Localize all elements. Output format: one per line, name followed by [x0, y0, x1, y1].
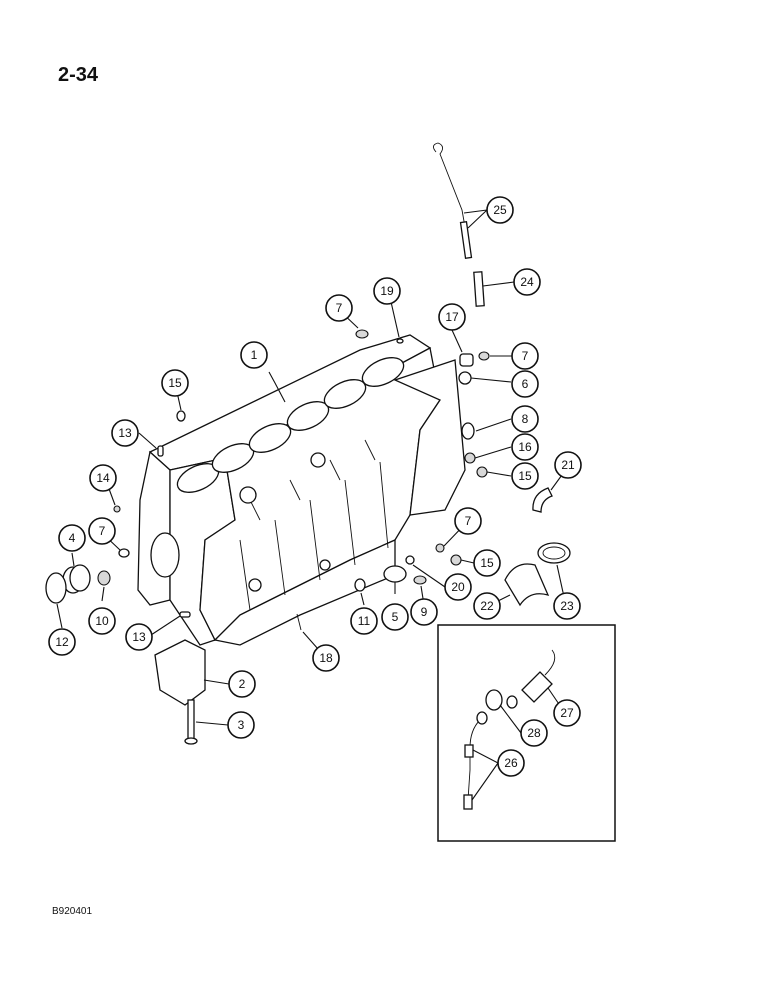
callout-24: 24: [513, 268, 541, 296]
callout-7-right: 7: [511, 342, 539, 370]
callout-label: 2: [239, 677, 246, 691]
callout-23: 23: [553, 592, 581, 620]
callout-label: 5: [392, 610, 399, 624]
callout-label: 19: [380, 284, 394, 298]
callout-8: 8: [511, 405, 539, 433]
callout-label: 9: [421, 605, 428, 619]
callout-10: 10: [88, 607, 116, 635]
callout-label: 7: [99, 524, 106, 538]
leader-lines: [56, 209, 568, 801]
callout-label: 15: [480, 556, 494, 570]
callout-13-top: 13: [111, 419, 139, 447]
callout-12: 12: [48, 628, 76, 656]
callout-18: 18: [312, 644, 340, 672]
callout-21: 21: [554, 451, 582, 479]
callout-label: 23: [560, 599, 574, 613]
callout-25: 25: [486, 196, 514, 224]
callout-label: 24: [520, 275, 534, 289]
callout-20: 20: [444, 573, 472, 601]
callout-28: 28: [520, 719, 548, 747]
callout-label: 8: [522, 412, 529, 426]
callout-label: 25: [493, 203, 507, 217]
callout-label: 21: [561, 458, 575, 472]
small-parts: [45, 142, 571, 745]
callout-label: 28: [527, 726, 541, 740]
callout-label: 16: [518, 440, 532, 454]
callout-label: 12: [55, 635, 69, 649]
engine-block: [137, 334, 466, 646]
callout-15-lower: 15: [473, 549, 501, 577]
callout-1: 1: [240, 341, 268, 369]
figure-code: B920401: [52, 906, 93, 917]
callout-label: 11: [358, 614, 371, 628]
callout-9: 9: [410, 598, 438, 626]
callout-label: 18: [319, 651, 333, 665]
callout-16: 16: [511, 433, 539, 461]
callout-13-bottom: 13: [125, 623, 153, 651]
callout-7-lower: 7: [454, 507, 482, 535]
callout-6: 6: [511, 370, 539, 398]
page-number: 2-34: [58, 64, 99, 86]
callout-label: 17: [445, 310, 459, 324]
callout-14: 14: [89, 464, 117, 492]
callout-label: 7: [336, 301, 343, 315]
callout-27: 27: [553, 699, 581, 727]
callout-label: 7: [465, 514, 472, 528]
callout-label: 4: [69, 531, 76, 545]
callout-label: 14: [96, 471, 110, 485]
callout-label: 13: [118, 426, 132, 440]
callout-4: 4: [58, 524, 86, 552]
callout-7-top: 7: [325, 294, 353, 322]
callout-17: 17: [438, 303, 466, 331]
callout-19: 19: [373, 277, 401, 305]
callout-2: 2: [228, 670, 256, 698]
callout-label: 10: [95, 614, 109, 628]
callout-label: 1: [251, 348, 258, 362]
callout-22: 22: [473, 592, 501, 620]
callout-label: 15: [518, 469, 532, 483]
callout-label: 20: [451, 580, 465, 594]
callout-label: 27: [560, 706, 574, 720]
callout-label: 22: [480, 599, 494, 613]
callout-7-left: 7: [88, 517, 116, 545]
callout-label: 15: [168, 376, 182, 390]
callout-3: 3: [227, 711, 255, 739]
callout-5: 5: [381, 603, 409, 631]
callout-15-right: 15: [511, 462, 539, 490]
callout-label: 26: [504, 756, 518, 770]
callout-label: 7: [522, 349, 529, 363]
inset-box: [437, 624, 616, 842]
callout-label: 13: [132, 630, 146, 644]
callout-15-left: 15: [161, 369, 189, 397]
callout-label: 6: [522, 377, 529, 391]
callout-label: 3: [238, 718, 245, 732]
callout-11: 11: [350, 607, 378, 635]
callout-26: 26: [497, 749, 525, 777]
